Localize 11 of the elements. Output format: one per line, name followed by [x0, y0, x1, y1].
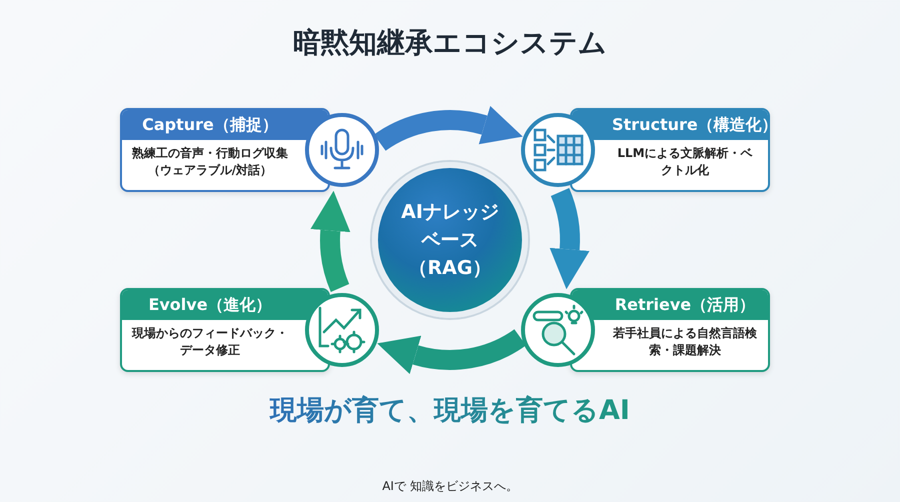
title: 暗黙知継承エコシステム	[292, 25, 608, 61]
cycle-arrow	[376, 328, 526, 374]
knowledge-base-circle: AIナレッジベース（RAG）	[372, 162, 528, 318]
cycle-arrow	[374, 106, 524, 152]
tagline: AIで 知識をビジネスへ。	[381, 478, 519, 495]
card-text: 現場からのフィードバック・データ修正	[130, 325, 289, 359]
card-text: LLMによる文脈解析・ベクトル化	[616, 145, 754, 179]
cycle-arrow	[310, 190, 350, 292]
card-text: 若手社員による自然言語検索・課題解決	[612, 325, 758, 359]
card-text: 熟練工の音声・行動ログ収集（ウェアラブル/対話）	[131, 145, 289, 179]
cycle-arrow	[550, 188, 590, 290]
